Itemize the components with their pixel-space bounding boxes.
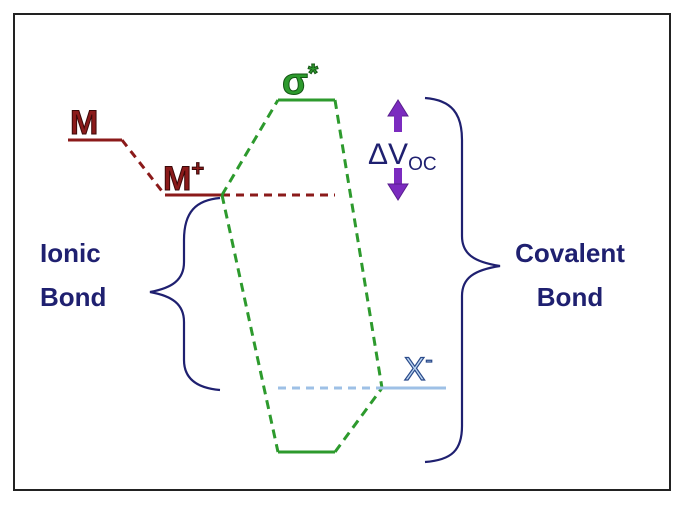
ionic-bond-brace <box>149 196 221 392</box>
mplus-to-sigma-star-dash <box>220 99 280 196</box>
sigma-star-to-x-dash <box>333 99 384 389</box>
delta-voc-subscript: OC <box>408 154 437 175</box>
m-plus-base: M <box>163 160 191 198</box>
diagram-frame <box>13 13 671 491</box>
sigma-star-label: σ* <box>282 58 319 103</box>
x-minus-label: X- <box>404 347 433 387</box>
sigma-star-superscript: * <box>308 58 319 88</box>
x-minus-base: X <box>404 351 425 387</box>
covalent-bond-label-line2: Bond <box>537 282 603 312</box>
ionic-bond-label-line1: Ionic <box>40 238 101 268</box>
delta-voc-arrow <box>387 99 409 201</box>
bonding-to-x-dash <box>333 387 384 453</box>
arrow-down-head <box>387 183 409 201</box>
m-to-mplus-connector <box>120 139 167 196</box>
delta-voc-base: ΔV <box>368 138 408 171</box>
covalent-bond-label-line1: Covalent <box>515 238 625 268</box>
m-plus-superscript: + <box>191 156 204 181</box>
m-plus-label: M+ <box>163 156 204 198</box>
m-label: M <box>70 104 98 142</box>
sigma-star-base: σ <box>282 61 308 103</box>
delta-voc-label: ΔVOC <box>368 138 437 175</box>
arrow-down-shaft <box>394 168 402 185</box>
covalent-bond-brace <box>424 96 501 464</box>
x-minus-superscript: - <box>425 347 432 372</box>
ionic-bond-label-line2: Bond <box>40 282 106 312</box>
arrow-up-shaft <box>394 115 402 132</box>
